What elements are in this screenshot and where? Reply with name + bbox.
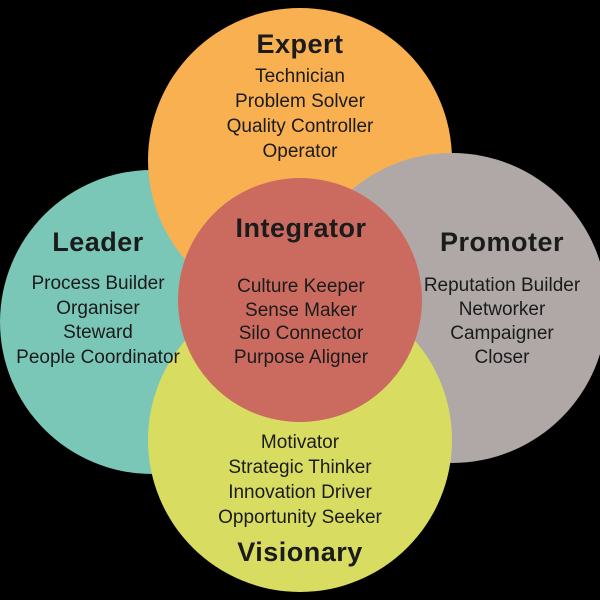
list-item: Strategic Thinker [228,457,372,478]
list-item: Technician [255,66,345,87]
promoter-items: Reputation Builder Networker Campaigner … [392,274,600,370]
promoter-heading: Promoter [439,227,565,257]
expert-section: Expert Technician Problem Solver Quality… [150,28,450,164]
list-item: Operator [262,141,338,162]
list-item: Organiser [56,297,140,319]
expert-heading: Expert [256,29,344,59]
list-item: Steward [63,322,133,343]
list-item: People Coordinator [16,346,180,368]
visionary-heading: Visionary [237,537,363,567]
visionary-items: Motivator Strategic Thinker Innovation D… [150,430,450,530]
list-item: Process Builder [31,273,165,294]
integrator-circle [178,178,422,422]
list-item: Reputation Builder [423,275,581,296]
list-item: Innovation Driver [228,482,372,503]
list-item: Opportunity Seeker [218,507,382,528]
list-item: Sense Maker [245,299,357,321]
expert-items: Technician Problem Solver Quality Contro… [150,64,450,164]
leader-heading: Leader [52,227,144,257]
list-item: Networker [458,299,546,320]
list-item: Problem Solver [235,91,365,112]
list-item: Campaigner [450,323,554,344]
list-item: Culture Keeper [237,276,365,297]
leader-section: Leader Process Builder Organiser Steward… [0,226,196,370]
list-item: Motivator [260,432,340,453]
list-item: Quality Controller [226,116,374,137]
list-item: Closer [474,347,530,368]
integrator-items: Culture Keeper Sense Maker Silo Connecto… [179,275,423,369]
leader-items: Process Builder Organiser Steward People… [0,272,196,370]
promoter-section: Promoter Reputation Builder Networker Ca… [392,226,600,370]
integrator-section: Integrator Culture Keeper Sense Maker Si… [179,212,423,369]
visionary-section: Motivator Strategic Thinker Innovation D… [150,430,450,568]
list-item: Purpose Aligner [233,346,369,368]
integrator-heading: Integrator [235,213,367,243]
list-item: Silo Connector [238,323,364,344]
